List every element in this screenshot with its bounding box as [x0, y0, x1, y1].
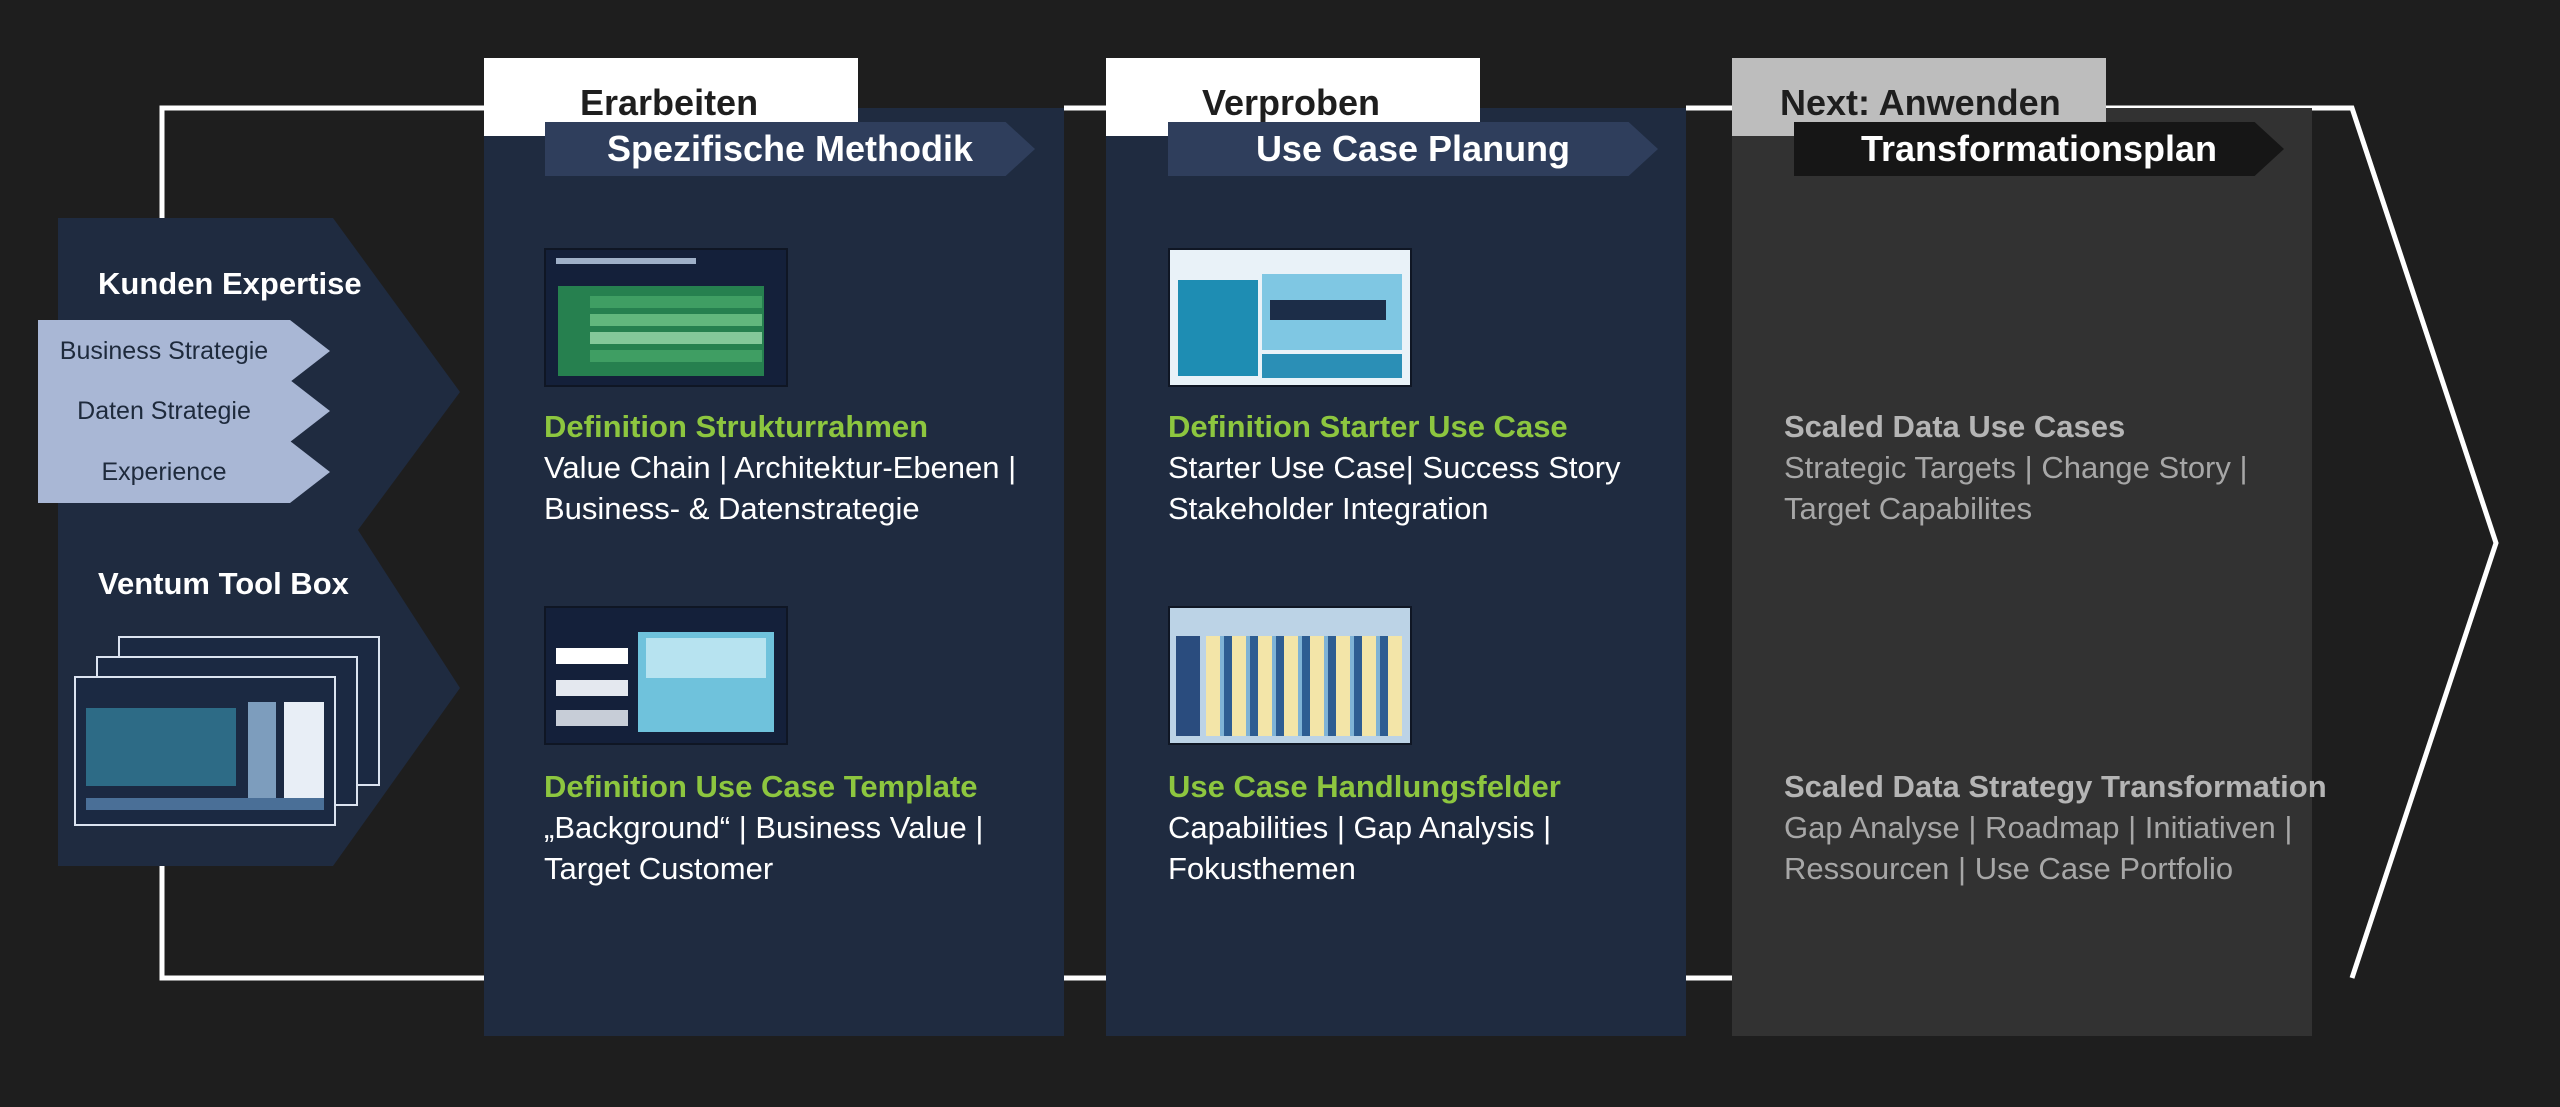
slide-thumbnail-handlungsfelder [1170, 608, 1410, 743]
entry-definition-strukturrahmen: Definition Strukturrahmen Value Chain | … [544, 406, 1064, 529]
entry-scaled-data-strategy-transformation: Scaled Data Strategy Transformation Gap … [1784, 766, 2344, 889]
entry-heading: Definition Starter Use Case [1168, 409, 1568, 444]
entry-line: Target Capabilites [1784, 491, 2033, 526]
tab-verproben-label: Verproben [1202, 82, 1381, 123]
stage-panel-verproben [1106, 108, 1686, 1036]
slide-thumbnail-starter-use-case [1170, 250, 1410, 385]
entry-line: Strategic Targets | Change Story | [1784, 450, 2248, 485]
entry-line: Fokusthemen [1168, 851, 1356, 886]
stage-panel-erarbeiten [484, 108, 1064, 1036]
toolbox-slide-1 [74, 676, 336, 826]
entry-line: Value Chain | Architektur-Ebenen | [544, 450, 1017, 485]
entry-heading: Definition Strukturrahmen [544, 409, 929, 444]
entry-line: Starter Use Case| Success Story [1168, 450, 1621, 485]
entry-heading: Use Case Handlungsfelder [1168, 769, 1561, 804]
entry-line: Capabilities | Gap Analysis | [1168, 810, 1552, 845]
entry-line: Target Customer [544, 851, 774, 886]
ventum-toolbox-title: Ventum Tool Box [98, 566, 349, 601]
ribbon-transformationsplan: Transformationsplan [1794, 122, 2284, 176]
pill-experience: Experience [38, 441, 330, 503]
entry-line: Ressourcen | Use Case Portfolio [1784, 851, 2234, 886]
kunden-expertise-title: Kunden Expertise [98, 266, 362, 301]
pill-business-strategie: Business Strategie [38, 320, 330, 382]
slide-thumbnail-use-case-template [546, 608, 786, 743]
entry-scaled-data-use-cases: Scaled Data Use Cases Strategic Targets … [1784, 406, 2344, 529]
ribbon-spezifische-methodik: Spezifische Methodik [545, 122, 1035, 176]
entry-line: „Background“ | Business Value | [544, 810, 984, 845]
entry-heading: Scaled Data Use Cases [1784, 409, 2126, 444]
entry-definition-use-case-template: Definition Use Case Template „Background… [544, 766, 1064, 889]
entry-definition-starter-use-case: Definition Starter Use Case Starter Use … [1168, 406, 1688, 529]
entry-line: Gap Analyse | Roadmap | Initiativen | [1784, 810, 2293, 845]
ribbon-use-case-planung: Use Case Planung [1168, 122, 1658, 176]
pill-daten-strategie: Daten Strategie [38, 380, 330, 442]
slide-thumbnail-strukturrahmen [546, 250, 786, 385]
entry-heading: Scaled Data Strategy Transformation [1784, 769, 2327, 804]
tab-erarbeiten-label: Erarbeiten [580, 82, 759, 123]
entry-line: Business- & Datenstrategie [544, 491, 920, 526]
entry-use-case-handlungsfelder: Use Case Handlungsfelder Capabilities | … [1168, 766, 1688, 889]
entry-line: Stakeholder Integration [1168, 491, 1489, 526]
entry-heading: Definition Use Case Template [544, 769, 978, 804]
stage-panel-anwenden [1732, 108, 2312, 1036]
tab-next-anwenden-label: Next: Anwenden [1780, 82, 2061, 123]
